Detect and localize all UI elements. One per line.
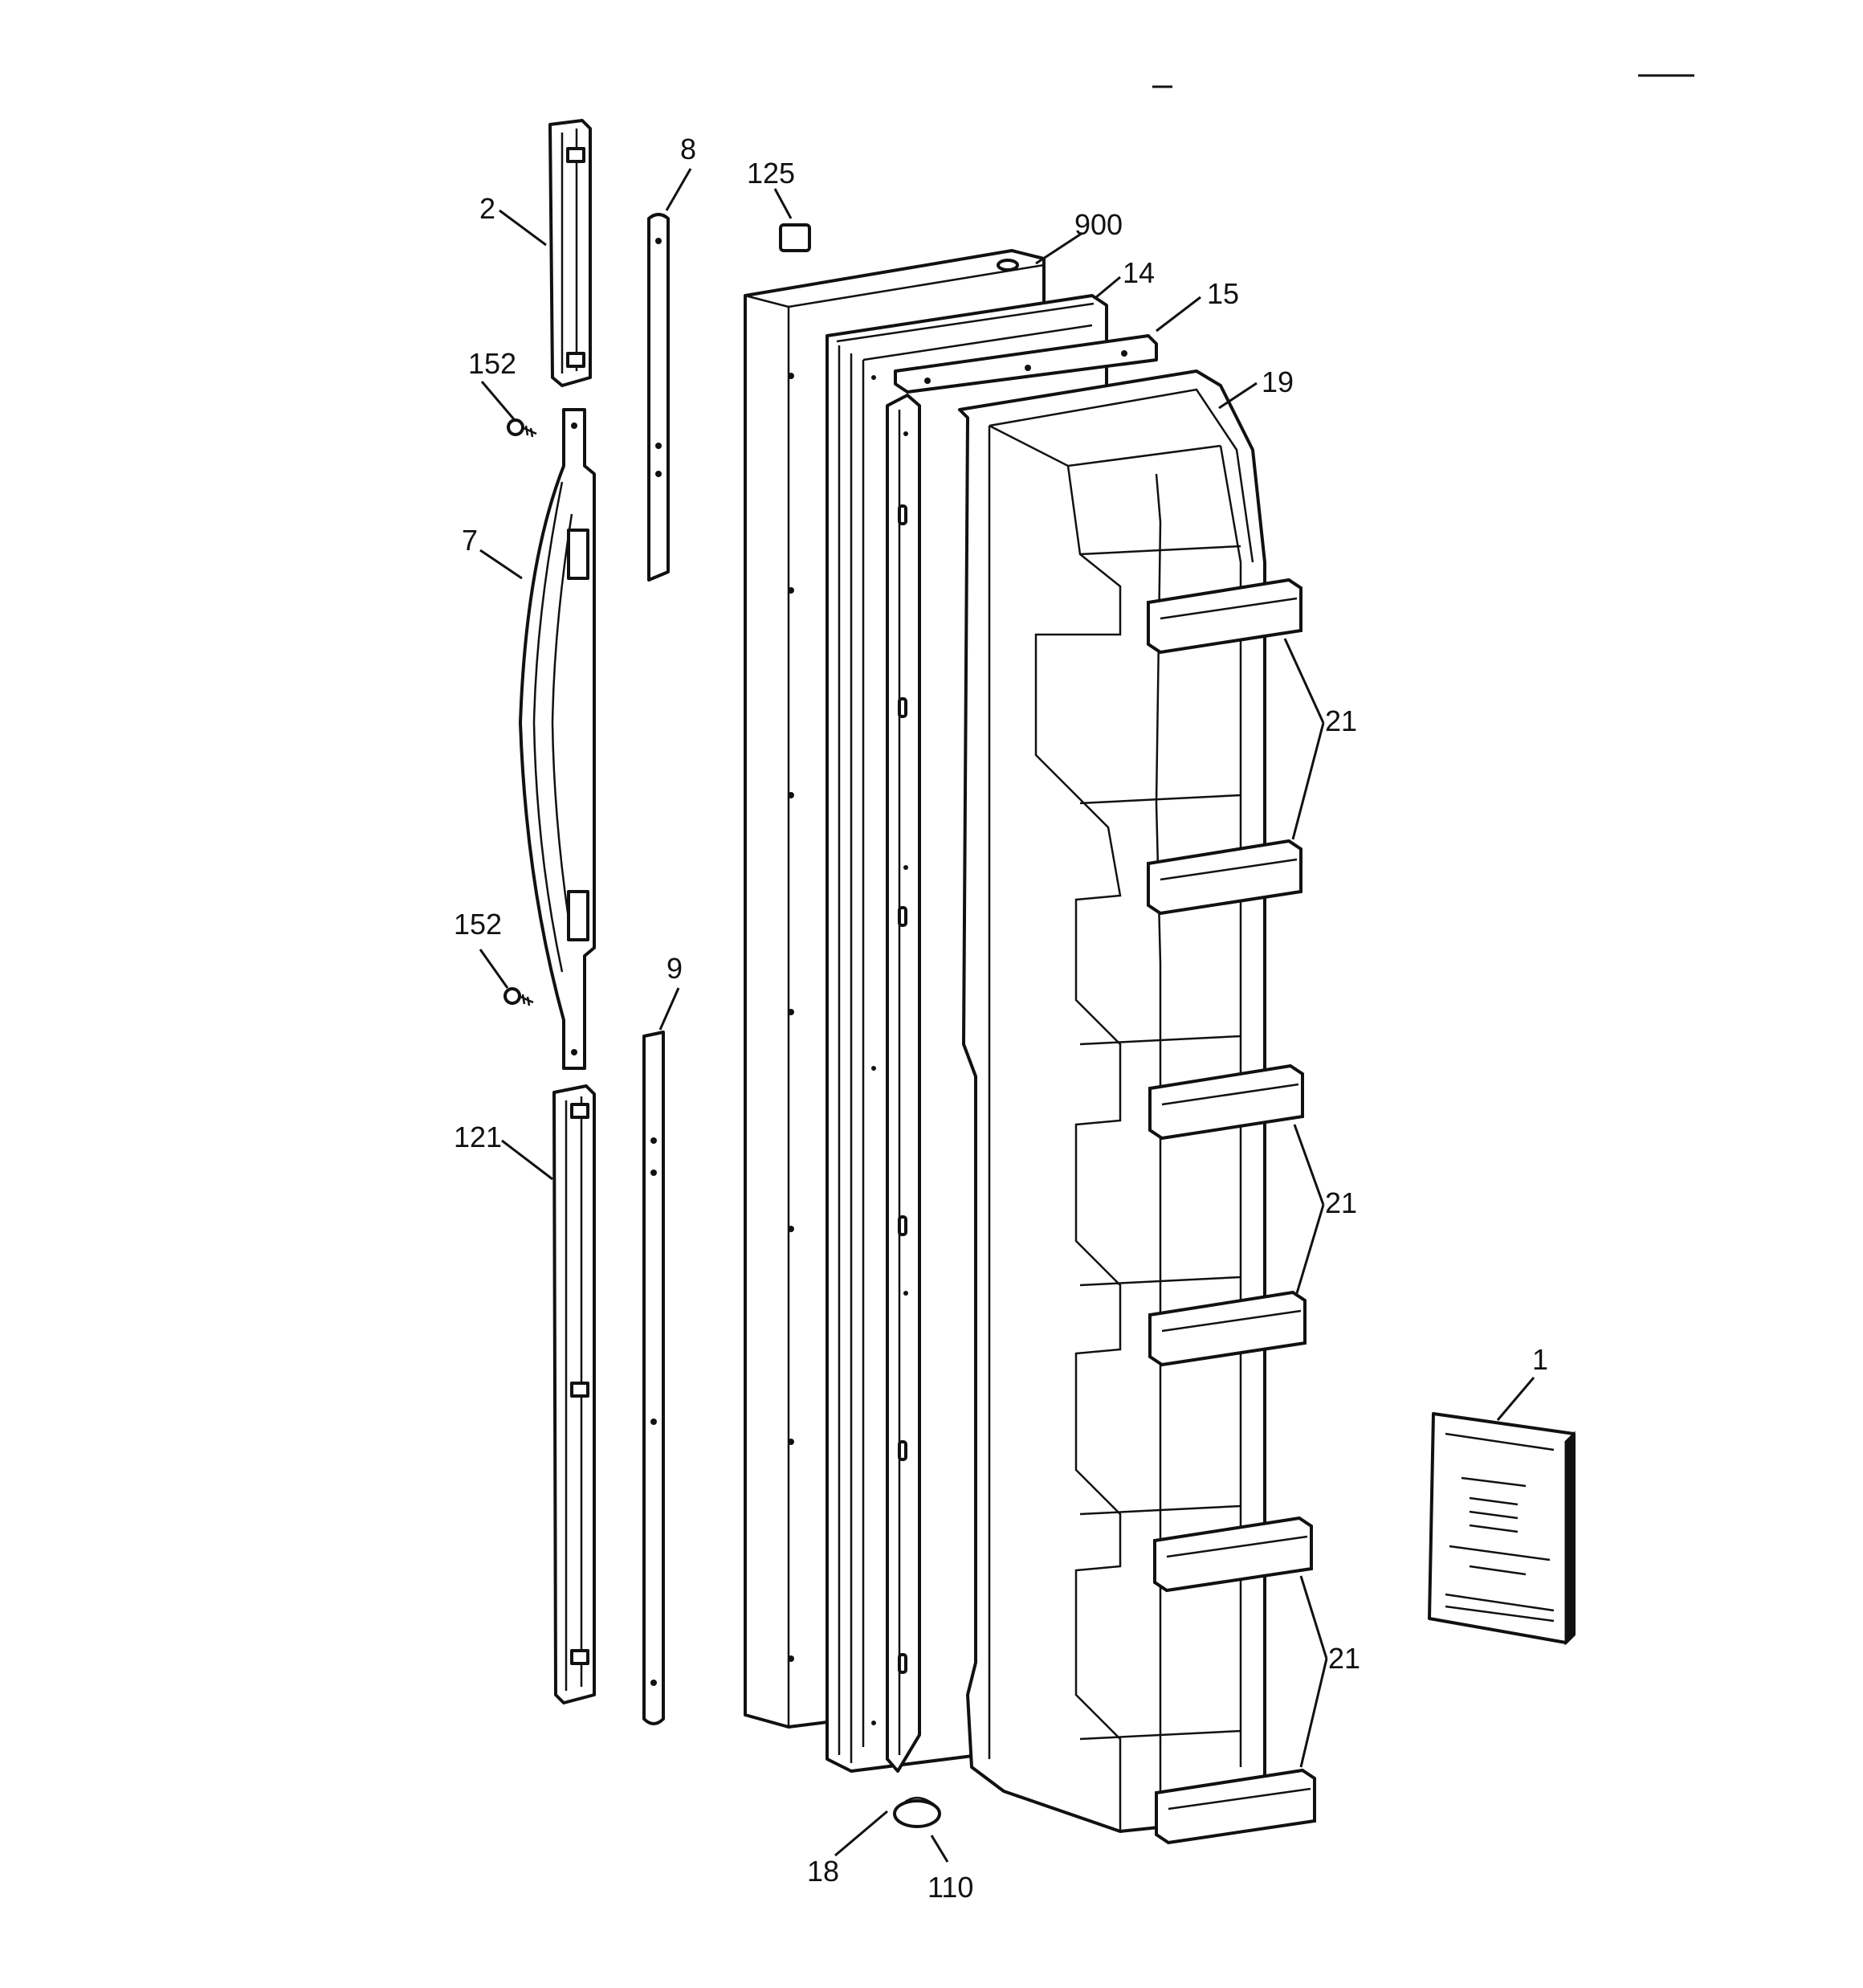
callout-21-middle: 21 — [1325, 1186, 1357, 1219]
callout-110: 110 — [927, 1871, 973, 1904]
part-21-rail-6 — [1155, 1768, 1316, 1845]
part-152-screw-upper — [507, 418, 537, 438]
part-1-owners-manual — [1428, 1412, 1576, 1646]
part-2-handle-cap-top — [548, 119, 592, 387]
part-21-rail-5 — [1153, 1516, 1313, 1593]
callout-900: 900 — [1074, 208, 1123, 241]
callout-1: 1 — [1532, 1343, 1548, 1376]
callout-152-lower: 152 — [454, 908, 502, 941]
callout-21-bottom: 21 — [1328, 1642, 1360, 1675]
callout-19: 19 — [1262, 365, 1294, 398]
part-21-rail-1 — [1147, 578, 1302, 655]
callout-18: 18 — [807, 1855, 839, 1888]
callout-2: 2 — [479, 192, 495, 225]
callout-125: 125 — [747, 157, 795, 190]
callout-152-upper: 152 — [468, 347, 516, 380]
callout-21-top: 21 — [1325, 704, 1357, 737]
callout-8: 8 — [680, 133, 696, 165]
part-19-door-liner — [958, 369, 1266, 1833]
callout-15: 15 — [1207, 277, 1239, 310]
callout-121: 121 — [454, 1121, 502, 1153]
part-18-breaker-strip-side — [886, 394, 921, 1773]
callout-14: 14 — [1123, 256, 1155, 289]
part-7-door-handle — [519, 408, 596, 1070]
leader-lines — [479, 168, 1535, 1863]
callout-9: 9 — [667, 952, 683, 985]
part-21-rail-3 — [1148, 1063, 1304, 1141]
part-125-plug — [779, 223, 811, 252]
part-110-clip — [893, 1797, 941, 1828]
part-21-rail-4 — [1148, 1290, 1307, 1367]
part-121-handle-cap-lower — [552, 1084, 596, 1704]
part-9-trim-strip-lower — [642, 1031, 665, 1725]
part-152-screw-lower — [503, 987, 534, 1006]
part-15-breaker-strip-top — [894, 334, 1158, 394]
part-21-rail-2 — [1147, 839, 1302, 916]
callout-7: 7 — [462, 524, 478, 557]
part-8-trim-strip-upper — [647, 213, 670, 582]
